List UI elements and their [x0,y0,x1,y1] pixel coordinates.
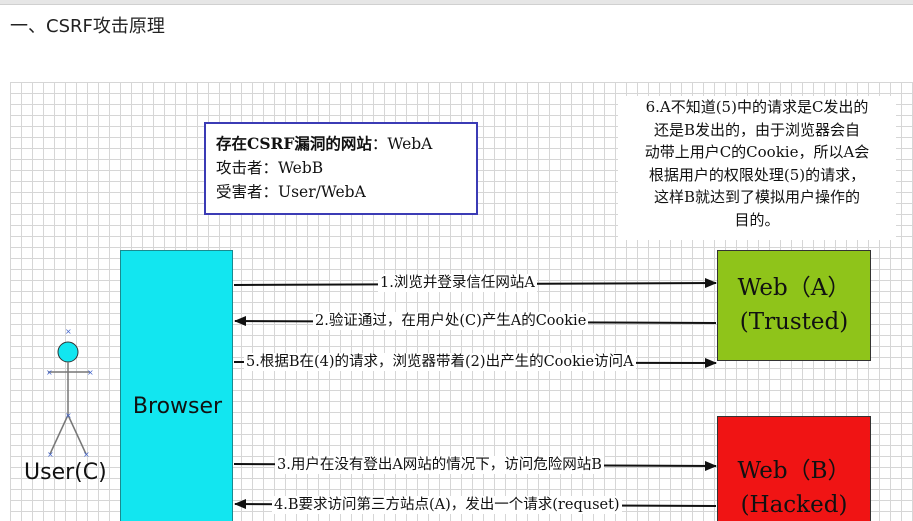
diagram-canvas: × × × × × × 存在CSRF漏洞的网站：WebA 攻击者：WebB 受害… [10,82,913,521]
top-border [0,0,913,5]
web-b-title: Web（B） [737,458,851,484]
info-vulnerable-site-label: 存在CSRF漏洞的网站 [216,134,372,153]
arrow-4-label: 4.B要求访问第三方站点(A)，发出一个请求(requset) [272,496,622,514]
browser-label: Browser [132,394,223,419]
arrow-1-label: 1.浏览并登录信任网站A [378,274,537,292]
info-line-1: 存在CSRF漏洞的网站：WebA [216,132,466,156]
svg-text:×: × [65,327,72,336]
note-step-6: 6.A不知道(5)中的请求是C发出的 还是B发出的，由于浏览器会自 动带上用户C… [618,96,896,240]
note-line: 6.A不知道(5)中的请求是C发出的 [645,98,869,116]
page-heading: 一、CSRF攻击原理 [10,16,165,37]
svg-text:×: × [47,450,54,459]
svg-text:×: × [46,368,53,377]
svg-text:×: × [65,411,72,420]
browser-node: Browser [120,250,233,521]
arrow-3-label: 3.用户在没有登出A网站的情况下，访问危险网站B [275,456,604,474]
svg-text:×: × [83,450,90,459]
note-line: 动带上用户C的Cookie，所以A会 [644,143,870,161]
user-label: User(C) [24,460,107,485]
arrow-5-label: 5.根据B在(4)的请求，浏览器带着(2)出产生的Cookie访问A [244,353,636,371]
web-b-node: Web（B） (Hacked) [717,416,871,521]
note-line: 这样B就达到了模拟用户操作的 [653,188,861,206]
web-a-node: Web（A） (Trusted) [717,250,871,361]
note-line: 还是B发出的，由于浏览器会自 [653,120,861,139]
info-victim: 受害者：User/WebA [216,183,366,201]
info-attacker: 攻击者：WebB [216,159,324,177]
note-line: 目的。 [734,210,780,229]
web-a-title: Web（A） [737,275,851,301]
user-figure-icon: × × × × × × [46,327,94,459]
web-b-subtitle: (Hacked) [740,492,848,518]
web-a-subtitle: (Trusted) [739,309,849,335]
svg-text:×: × [87,368,94,377]
info-box: 存在CSRF漏洞的网站：WebA 攻击者：WebB 受害者：User/WebA [204,122,478,215]
note-line: 根据用户的权限处理(5)的请求， [648,165,866,184]
arrow-2-label: 2.验证通过，在用户处(C)产生A的Cookie [313,312,589,330]
info-vulnerable-site-value: ：WebA [371,135,433,153]
